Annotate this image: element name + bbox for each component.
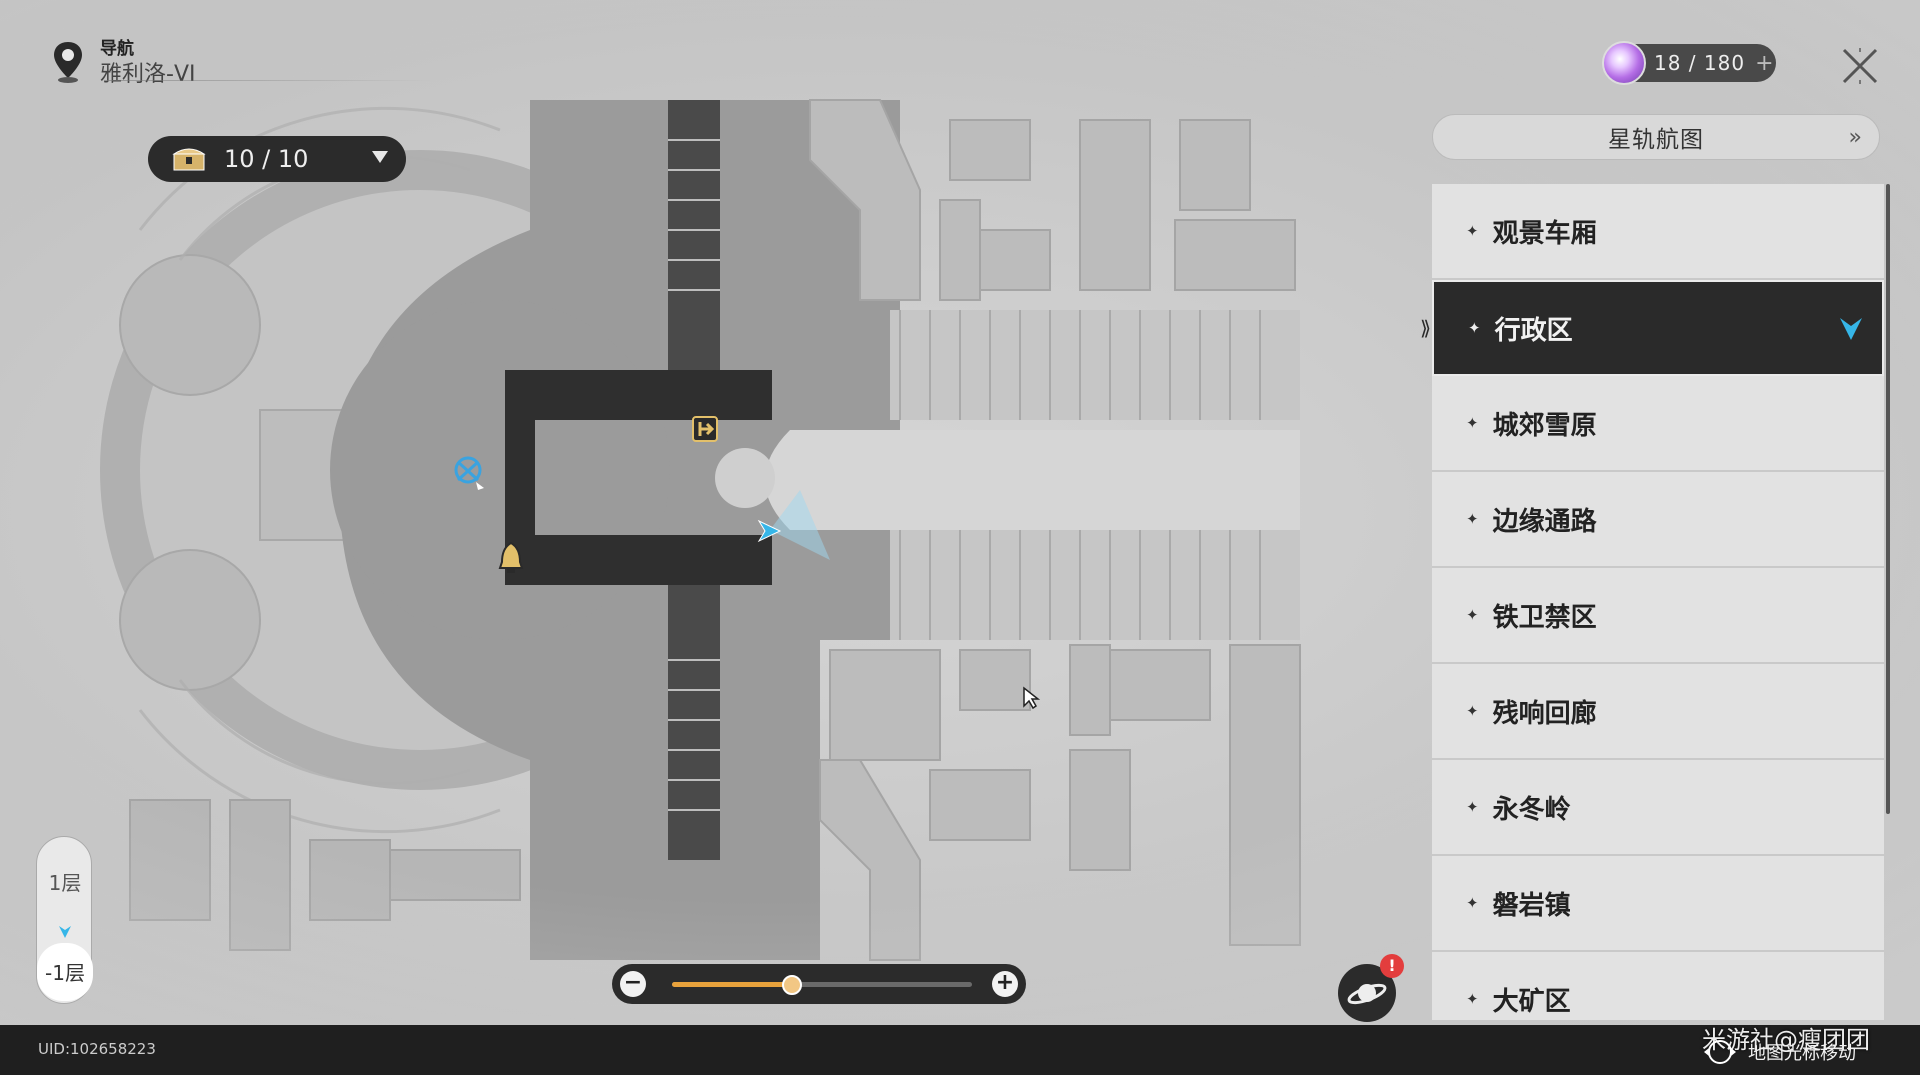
zoom-in-button[interactable]: + — [992, 971, 1018, 997]
area-list: ✦ 观景车厢 ✦ 行政区 ✦ 城郊雪原 ✦ 边缘通路 ✦ 铁卫禁区 ✦ 残响回廊… — [1432, 184, 1884, 1020]
area-item-great-mine[interactable]: ✦ 大矿区 — [1432, 952, 1884, 1020]
floor-1-button[interactable]: 1层 — [48, 871, 82, 895]
area-item-backwater-pass[interactable]: ✦ 边缘通路 — [1432, 472, 1884, 568]
star-icon: ✦ — [1466, 894, 1479, 912]
close-icon[interactable] — [1838, 44, 1882, 88]
area-label: 残响回廊 — [1492, 698, 1597, 729]
add-power-button[interactable]: + — [1755, 50, 1774, 76]
area-item-silvermane-guard-restricted-zone[interactable]: ✦ 铁卫禁区 — [1432, 568, 1884, 664]
star-icon: ✦ — [1466, 702, 1479, 720]
exit-door-icon[interactable] — [688, 412, 722, 446]
current-location-marker-icon — [1840, 318, 1862, 340]
floor-switcher: 1层 -1层 — [36, 836, 93, 1004]
player-arrow-icon — [757, 519, 782, 543]
area-item-boulder-town[interactable]: ✦ 磐岩镇 — [1432, 856, 1884, 952]
area-label: 铁卫禁区 — [1492, 602, 1597, 633]
mouse-cursor-icon — [1023, 686, 1040, 710]
area-item-observation-car[interactable]: ✦ 观景车厢 — [1432, 184, 1884, 280]
trailblaze-power-orb-icon — [1602, 41, 1646, 85]
area-item-everwinter-hill[interactable]: ✦ 永冬岭 — [1432, 760, 1884, 856]
joystick-icon — [1704, 1040, 1736, 1064]
area-item-administrative-district[interactable]: ✦ 行政区 — [1432, 280, 1884, 376]
cursor-move-hint: 地图光标移动 — [1700, 1037, 1856, 1067]
user-id: UID:102658223 — [38, 1040, 156, 1058]
cursor-move-hint-label: 地图光标移动 — [1748, 1043, 1856, 1064]
area-label: 边缘通路 — [1492, 506, 1597, 537]
active-area-pointer-icon: ⟫ — [1420, 316, 1432, 340]
star-icon: ✦ — [1466, 222, 1479, 240]
zoom-slider-track[interactable] — [672, 975, 972, 995]
map-pin-icon — [54, 42, 82, 83]
treasure-counter-dropdown[interactable]: 10 / 10 — [148, 136, 406, 182]
star-icon: ✦ — [1466, 990, 1479, 1008]
area-label: 永冬岭 — [1492, 794, 1571, 825]
area-list-scrollbar[interactable] — [1886, 184, 1890, 814]
zoom-out-button[interactable]: − — [620, 971, 646, 997]
trailblaze-power[interactable]: 18 / 180 + — [1602, 41, 1776, 85]
star-icon: ✦ — [1466, 414, 1479, 432]
bottom-bar: UID:102658223 — [0, 1025, 1920, 1075]
star-rail-map-button[interactable]: 星轨航图 » — [1432, 114, 1880, 160]
star-icon: ✦ — [1466, 510, 1479, 528]
area-label: 大矿区 — [1492, 986, 1571, 1017]
star-icon: ✦ — [1466, 798, 1479, 816]
zoom-control: − + — [612, 964, 1026, 1004]
nav-location: 雅利洛-VI — [100, 62, 196, 87]
area-item-outlying-snow-plains[interactable]: ✦ 城郊雪原 — [1432, 376, 1884, 472]
zoom-slider-fill — [672, 982, 792, 987]
star-icon: ✦ — [1468, 319, 1481, 337]
current-floor-marker-icon — [59, 926, 71, 938]
star-rail-map-label: 星轨航图 — [1608, 127, 1704, 153]
area-label: 行政区 — [1494, 315, 1573, 346]
nav-label: 导航 — [100, 39, 134, 59]
treasure-chest-icon — [172, 148, 206, 171]
floor-minus-1-button[interactable]: -1层 — [37, 943, 93, 1001]
zoom-slider-knob[interactable] — [782, 975, 802, 995]
area-item-corridor-of-fading-echoes[interactable]: ✦ 残响回廊 — [1432, 664, 1884, 760]
merchant-bell-icon[interactable] — [496, 540, 526, 576]
companion-button[interactable]: ! — [1338, 954, 1404, 1022]
double-chevron-right-icon: » — [1848, 125, 1863, 150]
chevron-down-icon — [372, 151, 388, 163]
nav-divider — [104, 80, 434, 81]
nav-header: 导航 雅利洛-VI — [50, 38, 195, 90]
notification-badge: ! — [1380, 954, 1404, 978]
space-anchor-icon[interactable] — [452, 452, 486, 492]
trailblaze-power-value: 18 / 180 — [1654, 51, 1746, 75]
area-label: 磐岩镇 — [1492, 890, 1571, 921]
area-label: 观景车厢 — [1492, 218, 1597, 249]
treasure-count: 10 / 10 — [224, 145, 309, 173]
area-label: 城郊雪原 — [1492, 410, 1597, 441]
star-icon: ✦ — [1466, 606, 1479, 624]
